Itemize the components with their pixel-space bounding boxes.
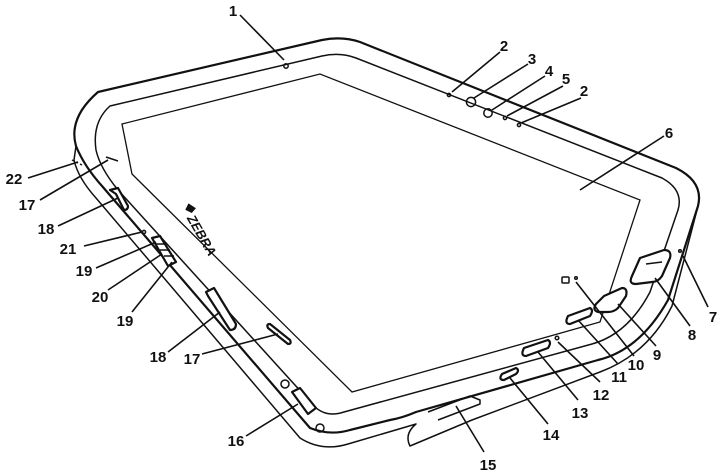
bottom-indicator-12: [554, 335, 560, 341]
callout-7: 7: [709, 309, 717, 326]
leader-14: [509, 377, 549, 425]
callout-5: 5: [562, 71, 570, 88]
left-mic-21: [141, 229, 147, 235]
upper-speaker-slot: [105, 156, 119, 162]
leader-10: [575, 281, 635, 357]
leader-11: [577, 319, 619, 365]
rear-flash-dot: [573, 275, 579, 281]
leader-1: [239, 14, 285, 61]
callout-17b: 17: [184, 351, 201, 368]
bottom-port-11: [565, 306, 594, 326]
bottom-port-13: [521, 338, 552, 358]
corner-bumper-right: [315, 423, 325, 433]
callout-numbers: 1 2 3 4 5 2 6 7 8 9 10 11 12 13 14 15 16…: [6, 3, 718, 474]
callout-13: 13: [572, 405, 589, 422]
callout-4: 4: [545, 63, 554, 80]
callout-17a: 17: [19, 197, 36, 214]
callout-10: 10: [628, 357, 645, 374]
leader-5: [506, 85, 564, 117]
callout-8: 8: [688, 327, 696, 344]
leader-7: [682, 255, 709, 308]
callout-6: 6: [665, 125, 673, 142]
callout-21: 21: [60, 241, 77, 258]
tablet-device: ZEBRA: [71, 37, 701, 448]
lower-speaker-slot: [266, 322, 292, 346]
tablet-edge-thickness: [73, 145, 699, 448]
leader-19a: [95, 241, 157, 269]
programmable-button: [593, 286, 628, 314]
callout-3: 3: [528, 51, 536, 68]
callout-9: 9: [653, 347, 661, 364]
leader-3: [473, 63, 529, 99]
leader-4: [491, 75, 546, 111]
corner-bumper-left: [280, 379, 290, 389]
left-connector-lines: [156, 243, 174, 257]
zebra-head-icon: [185, 203, 196, 213]
leader-2b: [520, 97, 582, 124]
sensor-ring-large: [465, 96, 477, 108]
leader-lines: [27, 14, 709, 453]
tablet-bezel: [94, 53, 680, 415]
leader-15: [455, 405, 485, 453]
side-button-divider: [645, 261, 663, 265]
leader-8: [654, 277, 691, 327]
leader-13: [537, 351, 579, 401]
leader-9: [617, 303, 657, 347]
callout-20: 20: [92, 289, 109, 306]
leader-19b: [131, 261, 173, 313]
callout-2a: 2: [500, 38, 508, 55]
callout-18b: 18: [150, 349, 167, 366]
leader-20: [107, 253, 163, 291]
callout-18a: 18: [38, 221, 55, 238]
leader-2a: [451, 51, 501, 93]
callout-19a: 19: [76, 263, 93, 280]
sensor-dot-left: [446, 92, 452, 98]
leader-12: [557, 341, 601, 383]
callout-12: 12: [593, 387, 610, 404]
callout-15: 15: [480, 457, 497, 474]
leader-17b: [201, 333, 279, 355]
callout-22: 22: [6, 171, 23, 188]
mic-hole-right: [677, 248, 683, 254]
leader-22: [27, 161, 79, 179]
sensor-dot-right: [516, 122, 522, 128]
bottom-port-14: [499, 366, 520, 382]
barcode-reader-window: [290, 386, 318, 416]
lower-left-port-18: [204, 286, 238, 332]
leader-18b: [167, 311, 221, 353]
callout-11: 11: [611, 369, 627, 386]
leader-6: [579, 135, 665, 191]
front-camera-icon: [283, 63, 289, 69]
rear-camera-icon: [561, 276, 570, 284]
callout-16: 16: [228, 433, 245, 450]
callout-1: 1: [229, 3, 237, 20]
sensor-ring-medium: [483, 108, 493, 118]
callout-19b: 19: [117, 313, 134, 330]
upper-left-port-18: [108, 186, 130, 212]
leader-17a: [39, 159, 109, 201]
leader-21: [83, 231, 143, 247]
callout-14: 14: [543, 427, 560, 444]
callout-2b: 2: [580, 83, 588, 100]
display-screen: [121, 73, 641, 393]
leader-18a: [57, 197, 119, 227]
sensor-dot-small: [502, 115, 508, 121]
docking-notch: [427, 395, 481, 421]
leader-16: [245, 403, 299, 437]
